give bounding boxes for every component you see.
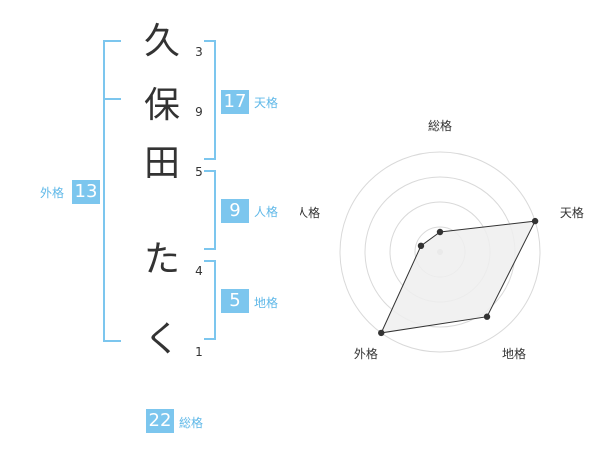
- chikaku-label: 地格: [254, 296, 279, 310]
- soukaku-badge: 22: [146, 409, 174, 433]
- gaikaku-bracket-tick: [103, 98, 121, 100]
- radar-data-polygon: [380, 220, 536, 334]
- name-char-1: 久: [143, 21, 180, 62]
- jinkaku-badge: 9: [221, 199, 249, 223]
- stroke-count-1: 3: [195, 45, 203, 59]
- radar-axis-label-3: 地格: [502, 346, 526, 361]
- radar-grid-ring: [339, 151, 541, 353]
- radar-point-3: [483, 313, 491, 320]
- radar-axis-label-1: 総格: [428, 118, 452, 133]
- jinkaku-bracket: [204, 170, 216, 250]
- stroke-count-4: 4: [195, 264, 203, 278]
- gaikaku-label: 外格: [40, 186, 65, 200]
- soukaku-label: 総格: [179, 416, 204, 430]
- tenkaku-badge: 17: [221, 90, 249, 114]
- tenkaku-label: 天格: [254, 96, 279, 110]
- radar-axis-label-4: 外格: [354, 346, 378, 361]
- radar-point-1: [436, 228, 444, 236]
- name-char-4: た: [143, 239, 180, 280]
- radar-point-4: [378, 329, 385, 337]
- chikaku-badge: 5: [221, 289, 249, 313]
- radar-point-5: [417, 242, 425, 250]
- name-char-3: 田: [143, 143, 180, 184]
- radar-axis-label-5: 人格: [300, 205, 320, 220]
- name-char-5: く: [143, 319, 180, 360]
- chikaku-bracket: [204, 260, 216, 340]
- gaikaku-bracket: [103, 40, 121, 342]
- tenkaku-bracket: [204, 40, 216, 160]
- stroke-count-3: 5: [195, 165, 203, 179]
- jinkaku-label: 人格: [254, 205, 279, 219]
- stroke-count-2: 9: [195, 105, 203, 119]
- radar-axis-label-2: 天格: [560, 205, 584, 220]
- name-char-2: 保: [143, 85, 180, 126]
- gaikaku-badge: 13: [72, 180, 100, 204]
- stroke-count-5: 1: [195, 345, 203, 359]
- radar-point-2: [531, 217, 539, 225]
